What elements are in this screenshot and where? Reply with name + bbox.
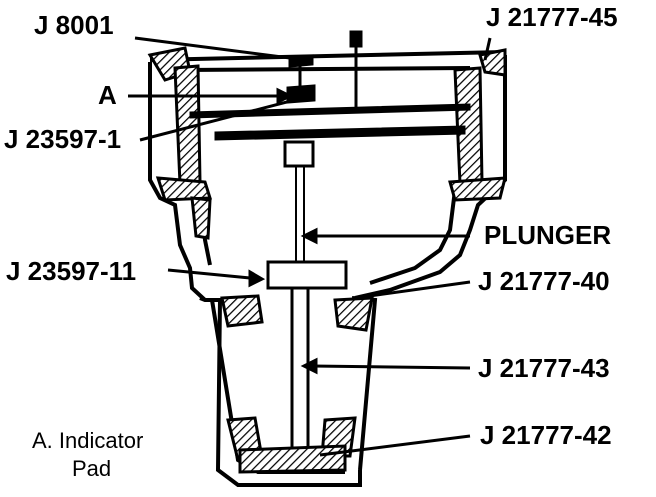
caption-line-2: Pad — [72, 456, 112, 481]
label-j23597-11: J 23597-11 — [6, 256, 137, 286]
label-j21777-42: J 21777-42 — [480, 420, 612, 450]
label-j8001: J 8001 — [34, 10, 114, 40]
label-j23597-1: J 23597-1 — [4, 124, 122, 154]
leader-lines — [128, 36, 492, 457]
label-plunger: PLUNGER — [484, 220, 612, 250]
upper-housing-sections — [147, 46, 507, 240]
lower-housing-sections — [220, 294, 374, 474]
plunger-rod — [266, 166, 348, 450]
label-j21777-45: J 21777-45 — [486, 2, 618, 32]
bridge-plates — [189, 103, 471, 168]
caption-line-1: A. Indicator — [32, 428, 144, 453]
label-a: A — [98, 80, 117, 110]
label-j21777-40: J 21777-40 — [478, 266, 610, 296]
label-j21777-43: J 21777-43 — [478, 353, 610, 383]
